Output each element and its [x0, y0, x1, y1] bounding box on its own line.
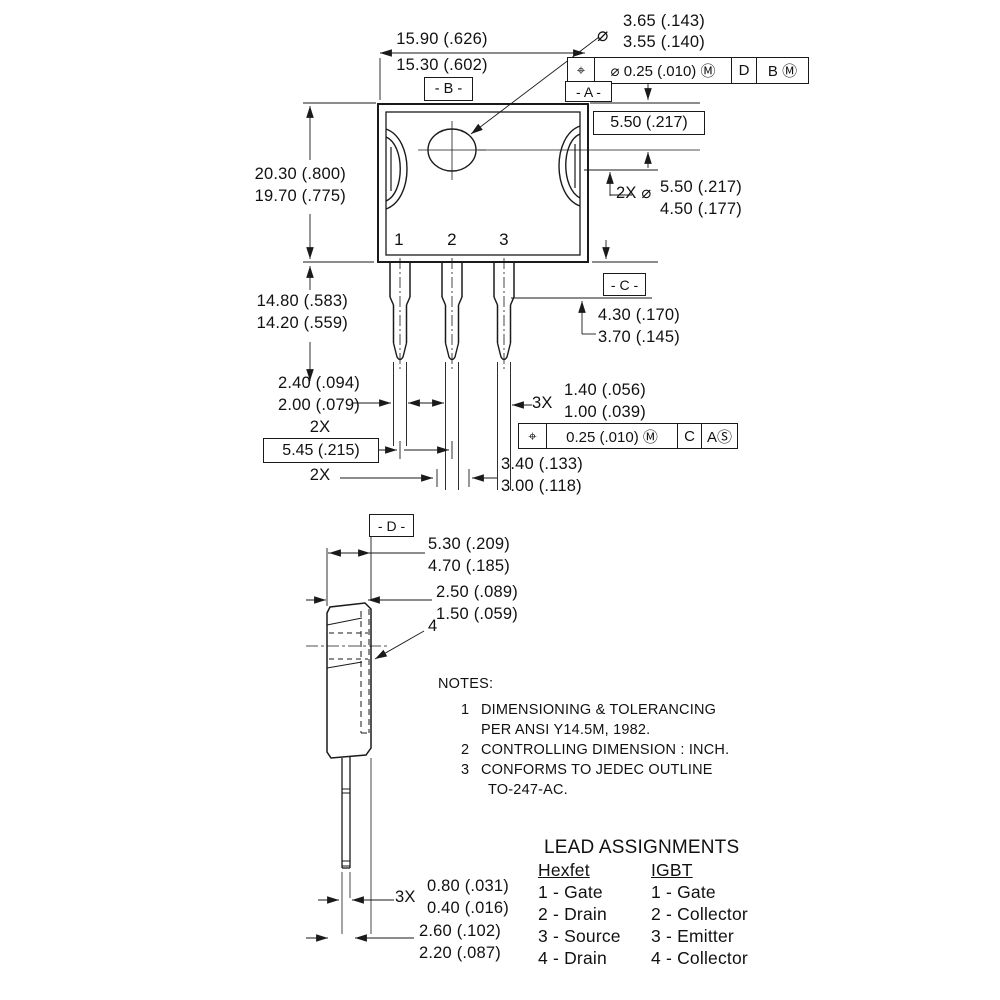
dim-shoulder-max: 4.30 (.170)	[598, 306, 681, 324]
note-3-num: 3	[461, 762, 470, 778]
position-icon: ⌖	[568, 58, 595, 83]
dim-tip-width-min: 1.00 (.039)	[564, 403, 647, 421]
dim-pitch-qty: 2X	[309, 466, 331, 484]
lead4-label: 4	[428, 617, 438, 635]
dim-sv-thickness-min: 0.40 (.016)	[427, 899, 510, 917]
dim-shoulder-min: 3.70 (.145)	[598, 328, 681, 346]
dim-sv-thickness-max: 0.80 (.031)	[427, 877, 510, 895]
feature-control-frame-bottom: ⌖ 0.25 (.010) Ⓜ C AⓈ	[518, 423, 738, 449]
dim-sv-lead-width-max: 2.60 (.102)	[419, 922, 502, 940]
dim-body-width-max: 15.90 (.626)	[396, 30, 488, 48]
datum-a: - A -	[565, 81, 612, 102]
dim-pitch-basic: 5.45 (.215)	[263, 438, 379, 463]
lead-assignments-title: LEAD ASSIGNMENTS	[544, 837, 740, 858]
note-1-num: 1	[461, 702, 470, 718]
note-1-line2: PER ANSI Y14.5M, 1982.	[481, 722, 651, 738]
hexfet-pin-4: 4 - Drain	[538, 948, 607, 968]
fcf-top-ref2: B Ⓜ	[767, 63, 798, 80]
hexfet-pin-1: 1 - Gate	[538, 882, 603, 902]
dim-tip-width-qty: 3X	[532, 394, 553, 412]
lead-centerlines	[399, 258, 505, 370]
lead-extension-lines	[393, 362, 511, 490]
fcf-bottom-ref2: AⓈ	[706, 428, 732, 446]
fcf-top-tolerance: ⌀ 0.25 (.010) Ⓜ	[595, 58, 732, 83]
dim-lead-length-max: 14.80 (.583)	[256, 292, 348, 310]
hexfet-pin-3: 3 - Source	[538, 926, 621, 946]
dim-sv-thickness-qty: 3X	[395, 888, 416, 906]
right-notch	[558, 125, 581, 207]
diameter-icon: ⌀	[597, 25, 609, 46]
igbt-pin-4: 4 - Collector	[651, 948, 748, 968]
fcf-bottom-ref1: C	[678, 424, 702, 448]
note-2-num: 2	[461, 742, 470, 758]
dim-tip-width-max: 1.40 (.056)	[564, 381, 647, 399]
note-1-line1: DIMENSIONING & TOLERANCING	[481, 702, 717, 718]
front-view-outline	[377, 103, 589, 263]
dim-pad-dia-min: 4.50 (.177)	[660, 200, 743, 218]
note-2-line1: CONTROLLING DIMENSION : INCH.	[481, 742, 730, 758]
side-view	[306, 602, 388, 869]
datum-d: - D -	[369, 514, 414, 537]
note-3-line2: TO-247-AC.	[488, 782, 568, 798]
dim-sv-width-min: 4.70 (.185)	[428, 557, 511, 575]
dim-sv-width-max: 5.30 (.209)	[428, 535, 511, 553]
feature-control-frame-top: ⌖ ⌀ 0.25 (.010) Ⓜ D B Ⓜ	[567, 57, 809, 84]
datum-b: - B -	[424, 77, 473, 101]
dim-body-height-max: 20.30 (.800)	[254, 165, 346, 183]
front-view-leads	[389, 262, 515, 361]
dim-body-width-min: 15.30 (.602)	[396, 56, 488, 74]
pin-label-3: 3	[499, 230, 509, 249]
dim-sv-step-max: 2.50 (.089)	[436, 583, 519, 601]
dim-lead-width-max: 2.40 (.094)	[277, 374, 360, 392]
dim-lead-width-min: 2.00 (.079)	[277, 396, 360, 414]
dimension-lines-side	[306, 536, 432, 942]
note-3-line1: CONFORMS TO JEDEC OUTLINE	[481, 762, 713, 778]
dim-hole-offset-basic: 5.50 (.217)	[593, 111, 705, 135]
dim-lead-length-min: 14.20 (.559)	[256, 314, 348, 332]
dim-sv-lead-width-min: 2.20 (.087)	[419, 944, 502, 962]
dim-hole-dia-min: 3.55 (.140)	[623, 33, 706, 51]
dim-sv-step-min: 1.50 (.059)	[436, 605, 519, 623]
igbt-pin-2: 2 - Collector	[651, 904, 748, 924]
pin-label-1: 1	[394, 230, 404, 249]
pin-label-2: 2	[447, 230, 457, 249]
dim-body-height-min: 19.70 (.775)	[254, 187, 346, 205]
lead-assignments-header-igbt: IGBT	[651, 860, 693, 880]
position-icon: ⌖	[519, 424, 547, 448]
igbt-pin-3: 3 - Emitter	[651, 926, 734, 946]
hexfet-pin-2: 2 - Drain	[538, 904, 607, 924]
dim-pad-qty: 2X ⌀	[616, 184, 652, 202]
left-notch	[385, 128, 408, 210]
igbt-pin-1: 1 - Gate	[651, 882, 716, 902]
datum-c: - C -	[603, 273, 646, 296]
dim-pad-dia-max: 5.50 (.217)	[660, 178, 743, 196]
dimension-lines-front	[303, 36, 700, 487]
fcf-top-ref1: D	[732, 58, 757, 83]
dim-hole-dia-max: 3.65 (.143)	[623, 12, 706, 30]
dim-lead-width-qty: 2X	[309, 418, 331, 436]
lead-assignments-header-hexfet: Hexfet	[538, 860, 590, 880]
dim-tip-span-min: 3.00 (.118)	[501, 477, 582, 495]
notes-title: NOTES:	[438, 676, 494, 692]
fcf-bottom-tolerance: 0.25 (.010) Ⓜ	[547, 424, 678, 448]
dim-tip-span-max: 3.40 (.133)	[501, 455, 584, 473]
